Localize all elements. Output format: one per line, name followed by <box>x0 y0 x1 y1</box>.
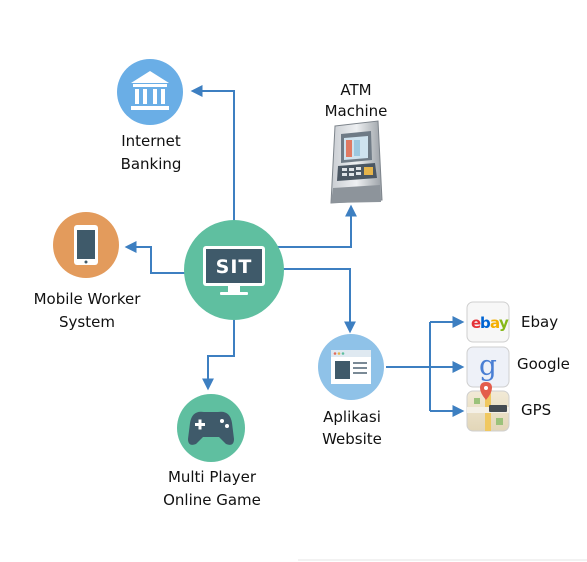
atm-label-1: ATM <box>340 81 371 99</box>
gamepad-icon <box>188 411 234 445</box>
bank-icon <box>131 71 169 110</box>
multiplayer-label-1: Multi Player <box>168 468 257 486</box>
svg-text:y: y <box>499 314 509 332</box>
multiplayer-label-2: Online Game <box>163 491 261 509</box>
aplikasi-label-1: Aplikasi <box>323 408 381 426</box>
svg-text:e: e <box>471 314 481 332</box>
browser-icon <box>331 350 371 384</box>
map-icon <box>466 382 510 432</box>
svg-text:a: a <box>490 314 500 332</box>
sit-node[interactable]: SIT <box>184 220 284 320</box>
internet-banking-label-1: Internet <box>121 132 181 150</box>
phone-icon <box>74 225 98 265</box>
connector-mobile-worker <box>124 241 190 274</box>
ebay-logo-icon: e b a y <box>466 301 510 343</box>
connector-aplikasi <box>283 268 356 334</box>
internet-banking-node[interactable]: Internet Banking <box>117 59 183 173</box>
gps-label: GPS <box>521 401 551 419</box>
bank-circle <box>117 59 183 125</box>
mobile-worker-node[interactable]: Mobile Worker System <box>34 212 142 331</box>
ebay-label: Ebay <box>521 313 558 331</box>
google-service[interactable]: g Google <box>466 346 570 388</box>
sit-label: SIT <box>216 256 253 278</box>
google-logo-icon: g <box>466 346 510 388</box>
mobile-worker-label-1: Mobile Worker <box>34 290 142 308</box>
svg-text:g: g <box>479 349 497 382</box>
ebay-service[interactable]: e b a y Ebay <box>466 301 558 343</box>
connector-atm <box>276 204 357 248</box>
atm-label-2: Machine <box>325 102 388 120</box>
mobile-worker-label-2: System <box>59 313 115 331</box>
internet-banking-label-2: Banking <box>121 155 182 173</box>
atm-node[interactable]: ATM Machine <box>325 81 388 204</box>
google-label: Google <box>517 355 570 373</box>
connector-multiplayer <box>202 318 235 391</box>
aplikasi-website-node[interactable]: Aplikasi Website <box>318 334 384 448</box>
gps-service[interactable]: GPS <box>466 382 551 432</box>
aplikasi-label-2: Website <box>322 430 382 448</box>
atm-icon <box>330 120 383 204</box>
connector-internet-banking <box>190 85 235 222</box>
connectors <box>124 85 465 417</box>
svg-text:b: b <box>480 314 491 332</box>
monitor-icon <box>203 246 265 295</box>
multiplayer-node[interactable]: Multi Player Online Game <box>163 394 261 509</box>
